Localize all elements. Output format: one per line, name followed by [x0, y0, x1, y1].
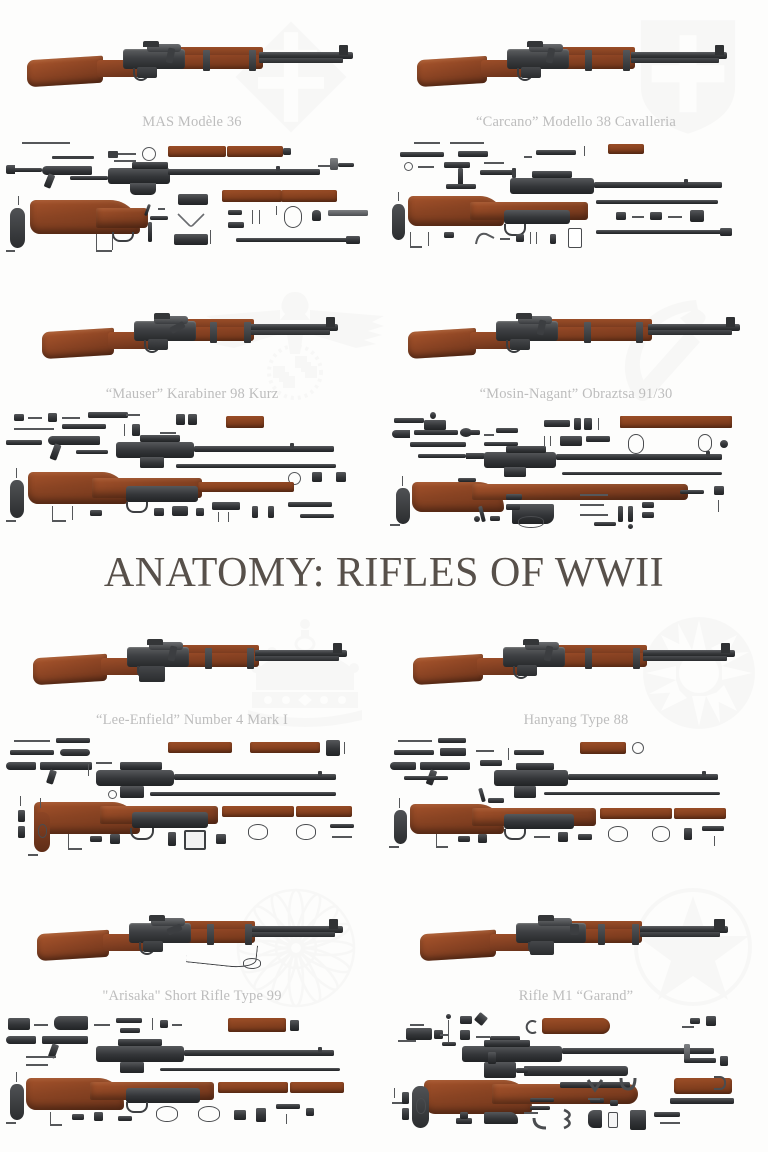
rifle-caption: “Carcano” Modello 38 Cavalleria — [476, 114, 676, 130]
rifle-caption: Rifle M1 “Garand” — [518, 988, 634, 1004]
assembled-rifle-mas-36 — [0, 16, 384, 112]
exploded-parts-carcano-38 — [384, 138, 768, 256]
exploded-parts-mas-36 — [0, 138, 384, 256]
assembled-rifle-lee-enfield — [0, 614, 384, 710]
rifle-block-carcano-38: “Carcano” Modello 38 Cavalleria — [384, 16, 768, 256]
rifle-caption: MAS Modèle 36 — [142, 114, 242, 130]
rifle-block-mas-36: MAS Modèle 36 — [0, 16, 384, 256]
exploded-parts-mosin-nagant — [384, 410, 768, 529]
rifle-caption: "Arisaka" Short Rifle Type 99 — [102, 988, 282, 1004]
assembled-rifle-arisaka-99 — [0, 890, 384, 986]
rifle-block-hanyang-88: Hanyang Type 88 — [384, 614, 768, 854]
exploded-parts-m1-garand — [384, 1011, 768, 1130]
rifle-caption: “Lee-Enfield” Number 4 Mark I — [96, 712, 288, 728]
assembled-rifle-m1-garand — [384, 890, 768, 986]
exploded-parts-hanyang-88 — [384, 736, 768, 854]
rifle-block-m1-garand: Rifle M1 “Garand” — [384, 888, 768, 1130]
exploded-parts-k98k — [0, 410, 384, 528]
rifle-caption: Hanyang Type 88 — [523, 712, 629, 728]
exploded-parts-lee-enfield — [0, 736, 384, 856]
rifle-caption: “Mosin-Nagant” Obraztsa 91/30 — [479, 386, 673, 402]
exploded-parts-arisaka-99 — [0, 1012, 384, 1130]
assembled-rifle-carcano-38 — [384, 16, 768, 112]
page-title: ANATOMY: RIFLES OF WWII — [103, 550, 665, 596]
rifle-block-lee-enfield: “Lee-Enfield” Number 4 Mark I — [0, 614, 384, 856]
rifle-block-arisaka-99: "Arisaka" Short Rifle Type 99 — [0, 888, 384, 1130]
rifle-block-mosin-nagant: “Mosin-Nagant” Obraztsa 91/30 — [384, 288, 768, 529]
assembled-rifle-mosin-nagant — [384, 288, 768, 384]
rifle-block-k98k: “Mauser” Karabiner 98 Kurz — [0, 288, 384, 528]
rifle-caption: “Mauser” Karabiner 98 Kurz — [105, 386, 279, 402]
assembled-rifle-k98k — [0, 288, 384, 384]
assembled-rifle-hanyang-88 — [384, 614, 768, 710]
